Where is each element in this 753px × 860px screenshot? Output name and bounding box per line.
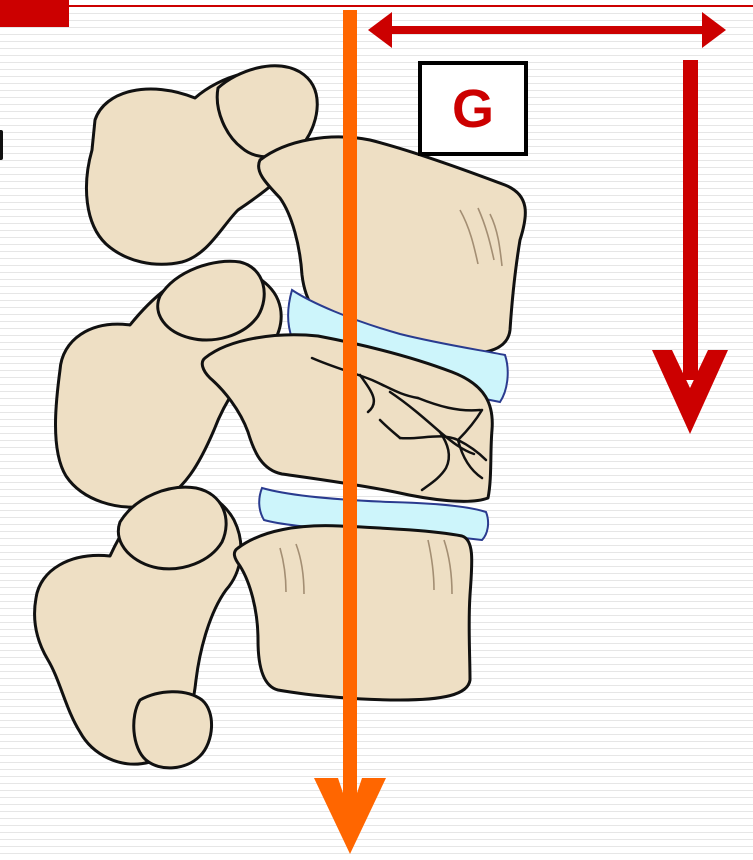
vertebra-middle-spine [158, 261, 264, 340]
arrow-right-icon [702, 12, 726, 48]
label-box: G [418, 61, 528, 156]
vertical-force-arrow [652, 60, 728, 434]
vertebra-bottom [35, 487, 472, 768]
horizontal-double-arrow [368, 12, 726, 48]
vertebra-bottom-foot [134, 692, 212, 768]
vertical-force-arrow-shaft [683, 60, 698, 380]
label-g: G [452, 82, 494, 136]
arrow-left-icon [368, 12, 392, 48]
